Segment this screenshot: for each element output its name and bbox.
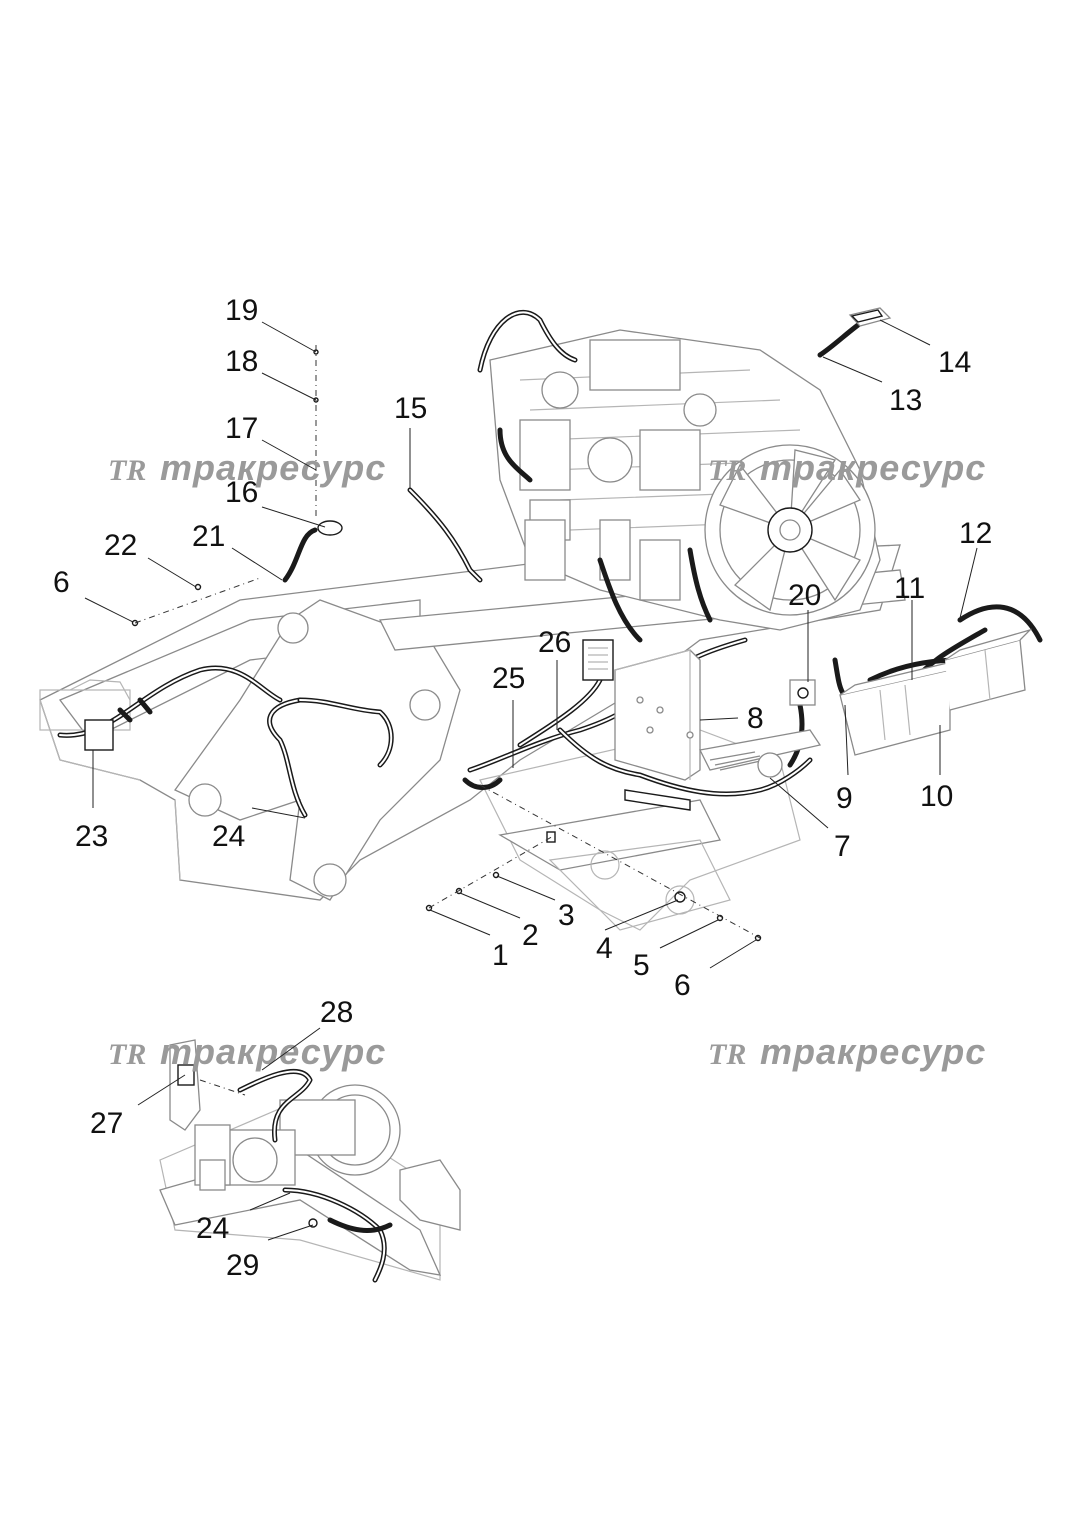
- callout-8: 8: [747, 702, 764, 735]
- svg-text:тракресурс: тракресурс: [760, 1031, 986, 1072]
- svg-text:TR: TR: [708, 1038, 746, 1071]
- callout-5: 5: [633, 949, 650, 982]
- svg-text:TR: TR: [108, 454, 146, 487]
- callout-11: 11: [894, 572, 925, 605]
- callout-6: 6: [53, 566, 70, 599]
- watermark-bottom-left: TR тракресурс: [108, 1031, 386, 1072]
- svg-text:TR: TR: [108, 1038, 146, 1071]
- callout-15: 15: [394, 392, 427, 425]
- callout-16: 16: [225, 476, 258, 509]
- callout-23: 23: [75, 820, 108, 853]
- watermark-top-left: TR тракресурс: [108, 447, 386, 488]
- components: [84, 307, 1033, 942]
- leader-lines: [84, 319, 978, 1241]
- svg-text:тракресурс: тракресурс: [160, 447, 386, 488]
- callout-12: 12: [959, 517, 992, 550]
- inset-hydraulic-pump: [159, 1039, 461, 1283]
- callout-1: 1: [492, 939, 509, 972]
- callout-24: 24: [196, 1212, 229, 1245]
- callout-19: 19: [225, 294, 258, 327]
- callout-20: 20: [788, 579, 821, 612]
- svg-text:TR: TR: [708, 454, 746, 487]
- callout-21: 21: [192, 520, 225, 553]
- callout-2: 2: [522, 919, 539, 952]
- callout-27: 27: [90, 1107, 123, 1140]
- watermark-top-right: TR тракресурс: [708, 447, 986, 488]
- callout-18: 18: [225, 345, 258, 378]
- callout-9: 9: [836, 782, 853, 815]
- callout-14: 14: [938, 346, 971, 379]
- callout-10: 10: [920, 780, 953, 813]
- callout-7: 7: [834, 830, 851, 863]
- callout-29: 29: [226, 1249, 259, 1282]
- callout-4: 4: [596, 932, 613, 965]
- callout-28: 28: [320, 996, 353, 1029]
- watermark-bottom-right: TR тракресурс: [708, 1031, 986, 1072]
- engine-assembly: [489, 329, 881, 631]
- callout-25: 25: [492, 662, 525, 695]
- callout-26: 26: [538, 626, 571, 659]
- svg-text:тракресурс: тракресурс: [760, 447, 986, 488]
- callout-6: 6: [674, 969, 691, 1002]
- svg-text:тракресурс: тракресурс: [160, 1031, 386, 1072]
- callout-3: 3: [558, 899, 575, 932]
- callout-13: 13: [889, 384, 922, 417]
- callout-labels: 1 2 3 4 5 6 6 7 8 9 10 11 12 13 14 15 16…: [53, 294, 992, 1282]
- callout-22: 22: [104, 529, 137, 562]
- callout-24: 24: [212, 820, 245, 853]
- center-lines: [134, 345, 761, 939]
- callout-17: 17: [225, 412, 258, 445]
